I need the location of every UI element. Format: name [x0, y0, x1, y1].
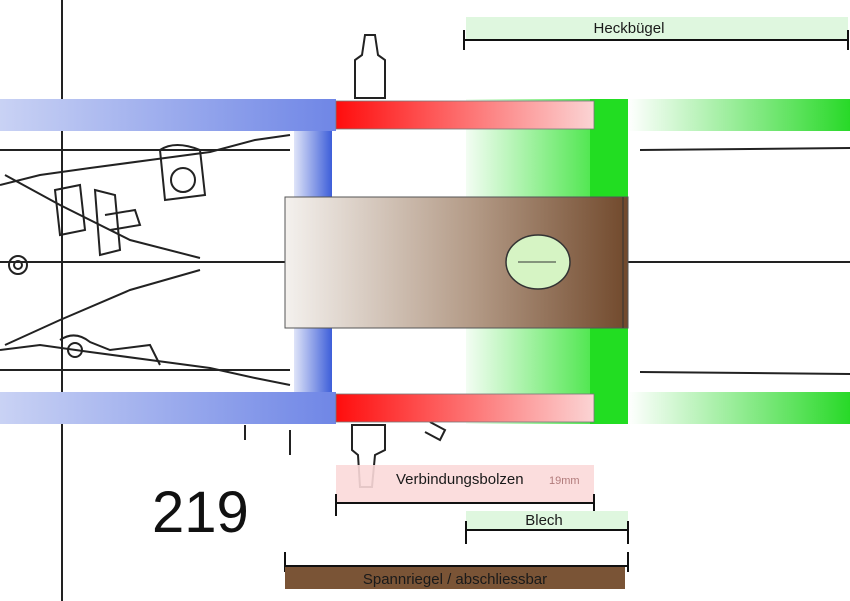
connecting-bolt-top	[335, 100, 595, 130]
connecting-bolt-label-bg	[336, 465, 594, 503]
rear-bar-label: Heckbügel	[594, 20, 665, 37]
drawing-number: 219	[152, 480, 249, 545]
tension-bar-label: Spannriegel / abschliessbar	[363, 571, 547, 588]
bolt-size-label: 19mm	[549, 475, 580, 487]
connecting-bolt-bottom	[335, 393, 595, 423]
sheet-label-bg	[466, 511, 628, 530]
rear-extension-top	[628, 99, 850, 131]
sheet-label: Blech	[525, 512, 563, 529]
rear-extension-bottom	[628, 392, 850, 424]
tension-bar-label-bg	[285, 567, 625, 589]
frame-rail-top	[0, 99, 336, 131]
connecting-bolt-label: Verbindungsbolzen	[396, 471, 524, 488]
tension-bar-body	[284, 196, 629, 329]
rear-bar-label-bg	[466, 17, 848, 39]
frame-rail-bottom	[0, 392, 336, 424]
